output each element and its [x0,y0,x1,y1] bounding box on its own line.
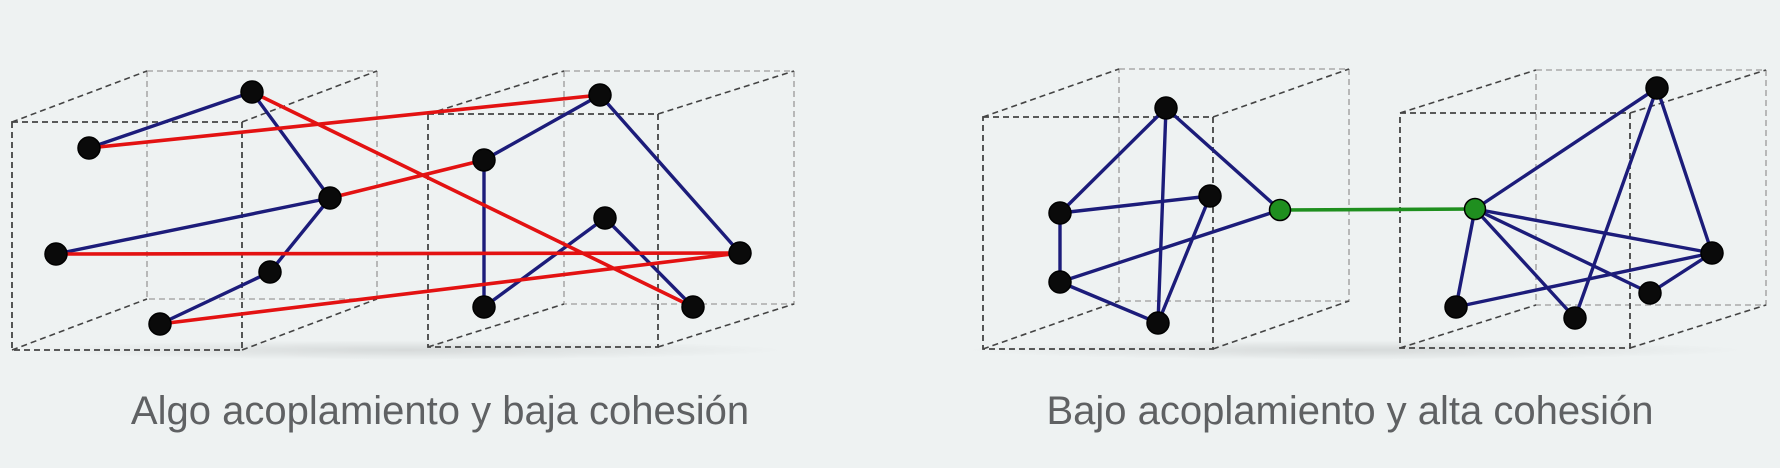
graph-node [1700,241,1724,265]
graph-node [258,260,282,284]
cohesion-edge [1473,207,1577,320]
box-front-face [427,113,659,348]
box-depth-edge [657,303,795,348]
cohesion-edge [482,216,607,309]
box-back-face [1535,69,1767,306]
cohesion-edge [1156,106,1168,325]
cohesion-edge [54,196,332,256]
box-depth-edge [657,70,795,115]
cohesion-edge [250,90,332,200]
cohesion-edge [1156,194,1212,325]
box-depth-edge [982,68,1120,118]
coupling-edge [1278,207,1477,212]
cohesion-edge [268,196,332,274]
caption-low-coupling-high-cohesion: Bajo acoplamiento y alta cohesión [1046,389,1654,433]
graph-node [240,80,264,104]
graph-node [1146,311,1170,335]
graph-node [1638,281,1662,305]
coupling-edge [54,251,742,256]
cohesion-edge [1473,207,1652,295]
connector-node [1463,197,1487,221]
graph-node [1444,295,1468,319]
box-front-face [982,116,1214,350]
box-back-face [563,70,795,305]
coupling-edge [87,93,602,150]
coupling-edge [158,251,742,326]
cohesion-edge [1058,194,1212,215]
box-depth-edge [427,70,565,115]
graph-node [318,186,342,210]
cohesion-edge [1655,86,1714,255]
graph-node [1048,270,1072,294]
graph-node [44,242,68,266]
box-depth-edge [241,70,378,123]
graph-node [1048,201,1072,225]
module-box-left-a [11,70,378,351]
cohesion-edge [1454,207,1477,309]
coupling-edge [250,90,695,309]
connector-node [1268,198,1292,222]
cohesion-edge [87,90,254,150]
box-front-face [11,121,243,351]
cohesion-edge [1648,251,1714,295]
box-depth-edge [241,298,378,351]
box-depth-edge [1629,304,1767,349]
box-depth-edge [982,300,1120,350]
cohesion-edge [482,93,602,162]
box-depth-edge [427,303,565,348]
box-depth-edge [1399,304,1537,349]
graph-node [1563,306,1587,330]
cohesion-edge [1473,207,1714,255]
box-front-face [1399,112,1631,349]
box-depth-edge [1399,69,1537,114]
module-box-right-b [1399,69,1767,349]
cohesion-edge [1058,280,1160,325]
box-depth-edge [1629,69,1767,114]
graph-node [588,83,612,107]
shadow-left [20,340,790,360]
cohesion-edge [598,93,742,255]
cohesion-edge [1473,86,1659,211]
graph-node [148,312,172,336]
box-depth-edge [1212,68,1350,118]
graph-node [1198,184,1222,208]
graph-node [593,206,617,230]
box-depth-edge [11,298,148,351]
graph-node [472,295,496,319]
cohesion-edge [1058,106,1168,215]
box-depth-edge [11,70,148,123]
edges [54,86,1714,326]
graph-node [1645,76,1669,100]
cohesion-edge [1164,106,1282,212]
module-box-left-b [427,70,795,348]
nodes [44,76,1724,336]
cohesion-edge [1454,251,1714,309]
graph-node [1154,96,1178,120]
graph-node [77,136,101,160]
box-depth-edge [1212,300,1350,350]
cohesion-edge [158,270,272,326]
cohesion-edge [1058,208,1282,284]
graph-node [728,241,752,265]
graph-node [472,148,496,172]
coupling-edge [328,158,486,200]
box-back-face [1118,68,1350,302]
graph-node [681,295,705,319]
caption-high-coupling-low-cohesion: Algo acoplamiento y baja cohesión [130,389,750,433]
shadow-right [960,340,1750,360]
